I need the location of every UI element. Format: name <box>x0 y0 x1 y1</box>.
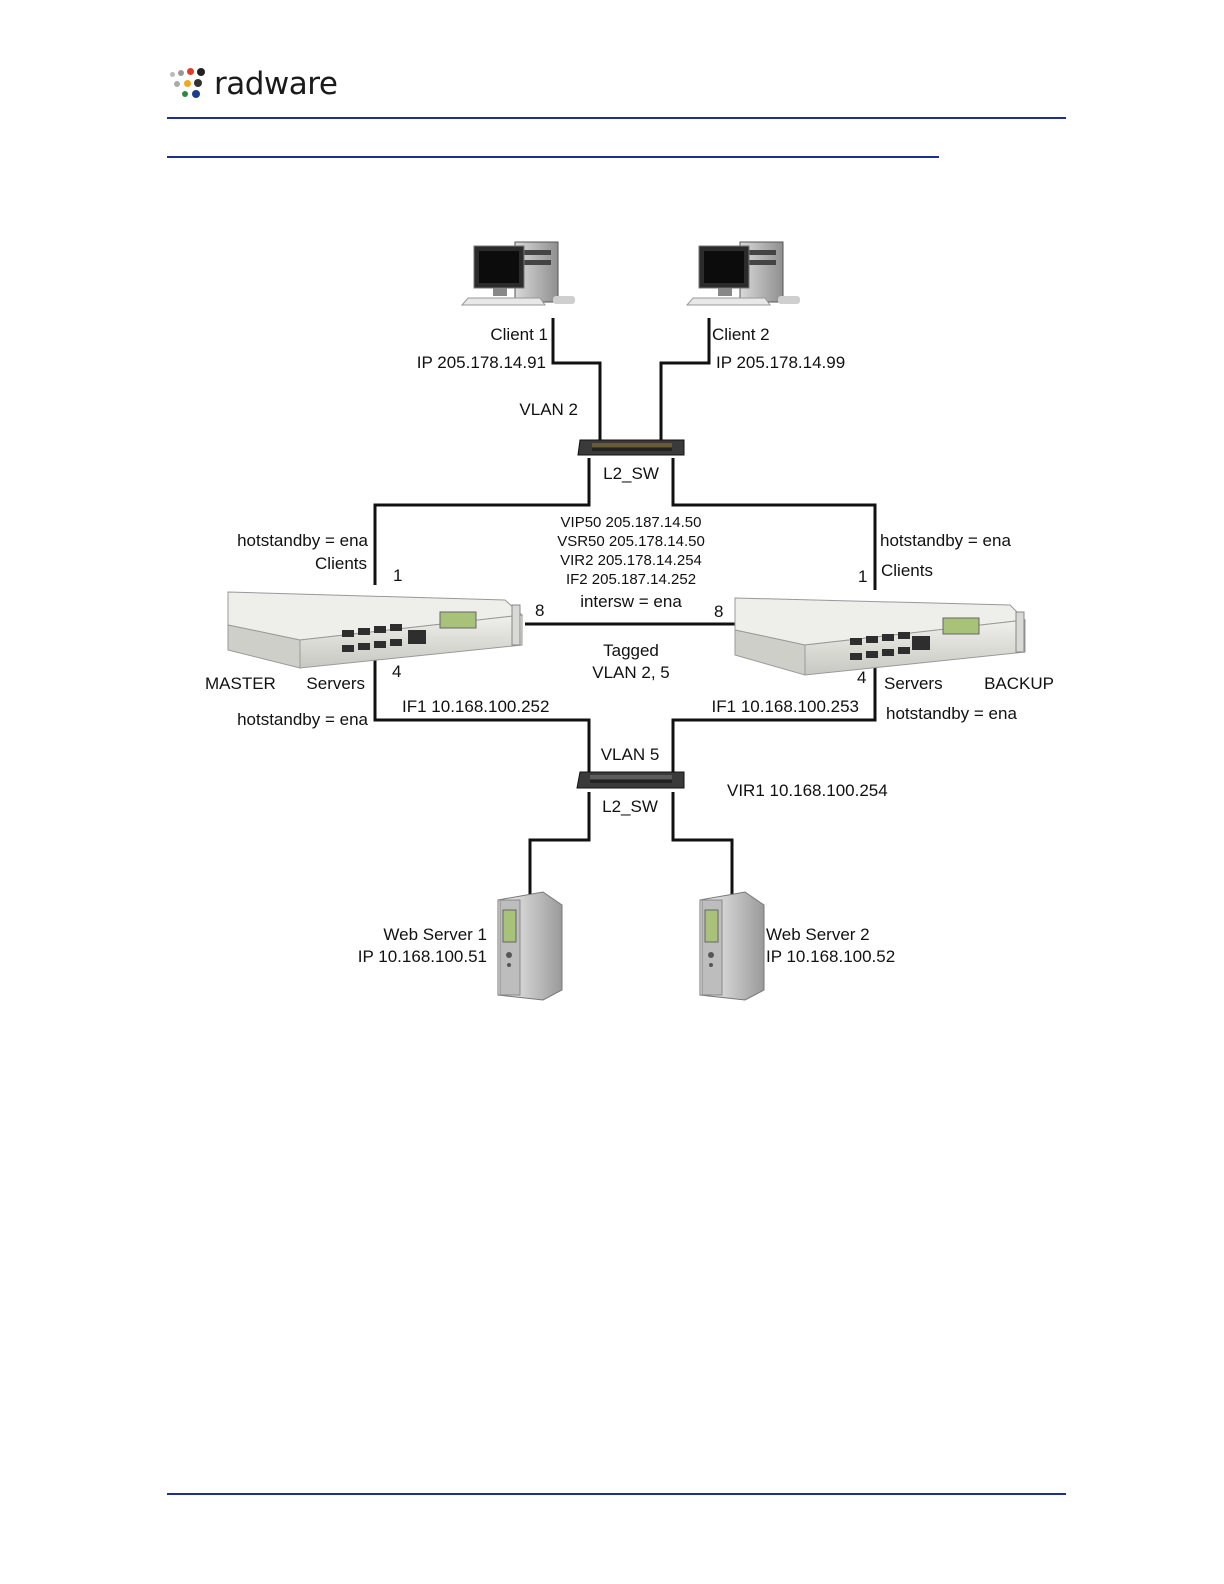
link-switch-backup <box>671 458 877 590</box>
radware-logo: radware <box>170 64 338 104</box>
client1-name-label: Client 1 <box>490 325 548 344</box>
top-switch-icon <box>577 439 685 456</box>
link-client1-switch <box>551 318 602 442</box>
vsr-label: VSR50 205.178.14.50 <box>557 533 705 550</box>
master-device-icon <box>227 591 524 669</box>
vlan-bottom-label: VLAN 5 <box>601 745 660 764</box>
footer-rule <box>167 1493 1066 1495</box>
client1-computer-icon <box>460 241 575 306</box>
bottom-switch-icon <box>576 771 685 789</box>
master-if1-label: IF1 10.168.100.252 <box>402 697 549 716</box>
master-port-inter-label: 8 <box>535 601 544 620</box>
logo-wordmark: radware <box>214 66 338 102</box>
tagged-label: Tagged <box>603 641 659 660</box>
connection-lines <box>373 318 877 900</box>
server1-ip-label: IP 10.168.100.51 <box>358 947 487 966</box>
server1-name-label: Web Server 1 <box>383 925 487 944</box>
client2-ip-label: IP 205.178.14.99 <box>716 353 845 372</box>
backup-device-icon <box>734 597 1027 676</box>
vlan-top-label: VLAN 2 <box>519 400 578 419</box>
switch-bottom-label: L2_SW <box>602 797 658 816</box>
link-switch-server1 <box>528 792 591 900</box>
link-switch-server2 <box>671 792 734 900</box>
logo-dots-icon <box>170 68 208 100</box>
master-port-servers-label: 4 <box>392 662 401 681</box>
intersw-label: intersw = ena <box>580 592 682 611</box>
client2-name-label: Client 2 <box>712 325 770 344</box>
vip-label: VIP50 205.187.14.50 <box>561 514 702 531</box>
master-hotstandby-servers-label: hotstandby = ena <box>237 710 368 729</box>
server2-ip-label: IP 10.168.100.52 <box>766 947 895 966</box>
link-master-switch-bottom <box>373 655 591 772</box>
web-server1-icon <box>497 891 563 1001</box>
client2-computer-icon <box>685 241 800 306</box>
section-rule <box>167 156 939 158</box>
backup-hotstandby-servers-label: hotstandby = ena <box>886 704 1017 723</box>
backup-port-servers-label: 4 <box>857 668 866 687</box>
server2-name-label: Web Server 2 <box>766 925 870 944</box>
web-server2-icon <box>699 891 765 1001</box>
backup-if1-label: IF1 10.168.100.253 <box>712 697 859 716</box>
link-client2-switch <box>659 318 711 442</box>
master-servers-label: Servers <box>306 674 365 693</box>
tagged-vlans-label: VLAN 2, 5 <box>592 663 670 682</box>
master-port-clients-label: 1 <box>393 566 402 585</box>
backup-servers-label: Servers <box>884 674 943 693</box>
backup-port-inter-label: 8 <box>714 602 723 621</box>
vir1-label: VIR1 10.168.100.254 <box>727 781 888 800</box>
master-clients-label: Clients <box>315 554 367 573</box>
client1-ip-label: IP 205.178.14.91 <box>417 353 546 372</box>
backup-hotstandby-clients-label: hotstandby = ena <box>880 531 1011 550</box>
master-hotstandby-clients-label: hotstandby = ena <box>237 531 368 550</box>
backup-clients-label: Clients <box>881 561 933 580</box>
backup-role-label: BACKUP <box>984 674 1054 693</box>
header-rule <box>167 117 1066 119</box>
link-backup-switch-bottom <box>671 658 877 772</box>
backup-port-clients-label: 1 <box>858 567 867 586</box>
link-switch-master <box>373 458 591 585</box>
switch-top-label: L2_SW <box>603 464 659 483</box>
vir2-label: VIR2 205.178.14.254 <box>560 552 702 569</box>
master-role-label: MASTER <box>205 674 276 693</box>
if2-label: IF2 205.187.14.252 <box>566 571 696 588</box>
